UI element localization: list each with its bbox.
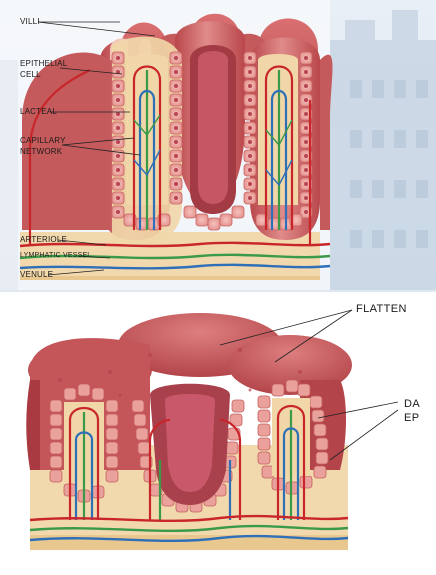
label-lacteal: LACTEAL [20,107,57,117]
label-venule: VENULE [20,270,53,280]
label-arteriole: ARTERIOLE [20,235,67,245]
label-epithelial: EPITHELIAL [20,59,67,69]
label-capillary: CAPILLARY [20,136,66,146]
label-ep: EP [404,412,419,425]
label-villi: VILLI [20,17,40,27]
label-cell: CELL [20,70,41,80]
label-network: NETWORK [20,147,62,157]
label-da: DA [404,398,420,411]
label-lymphatic-vessel: LYMPHATIC VESSEL [20,251,91,261]
label-flatten: FLATTEN [356,303,407,316]
